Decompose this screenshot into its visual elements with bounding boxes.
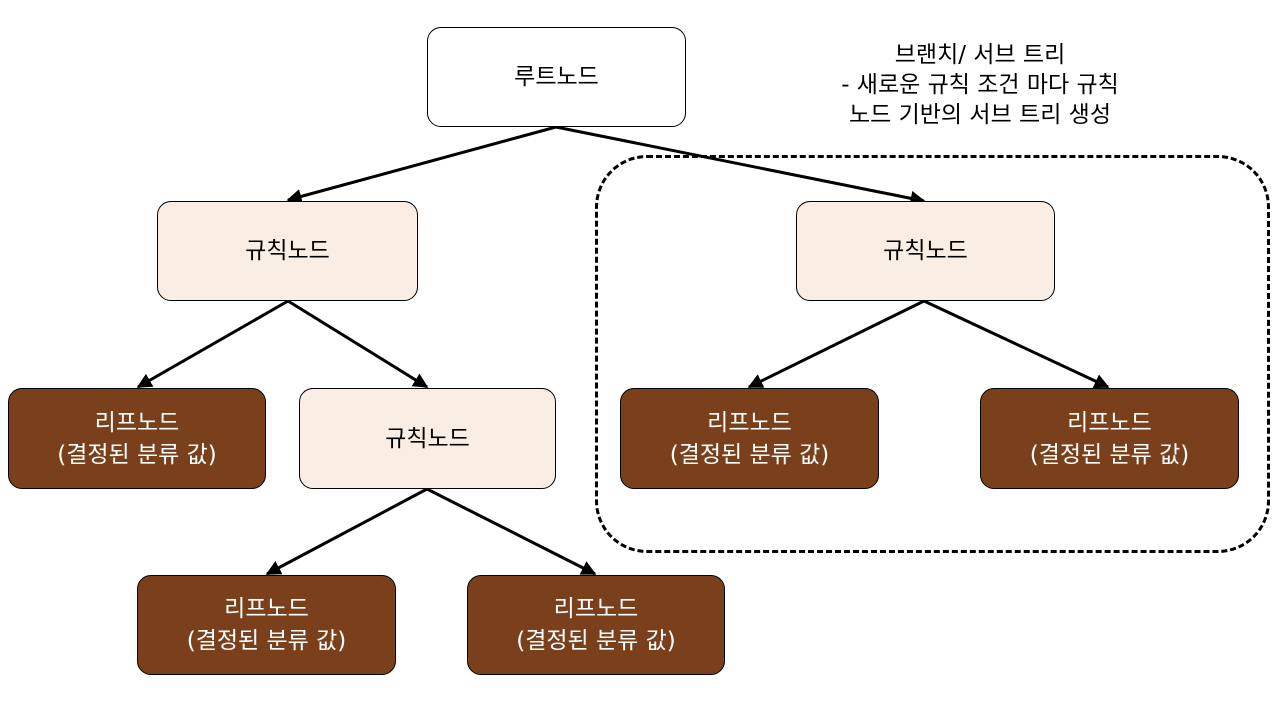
rule-node-middle: 규칙노드 bbox=[299, 388, 556, 489]
root-node-label: 루트노드 bbox=[514, 64, 599, 90]
annotation-line-3: 노드 기반의 서브 트리 생성 bbox=[848, 102, 1111, 128]
root-node: 루트노드 bbox=[427, 27, 686, 127]
leaf-node-2: 리프노드 (결정된 분류 값) bbox=[137, 575, 396, 675]
leaf-node-5: 리프노드 (결정된 분류 값) bbox=[980, 388, 1239, 489]
leaf-node-value: (결정된 분류 값) bbox=[516, 628, 676, 654]
annotation-line-1: 브랜치/ 서브 트리 bbox=[894, 42, 1066, 68]
leaf-node-4: 리프노드 (결정된 분류 값) bbox=[620, 388, 879, 489]
leaf-node-3: 리프노드 (결정된 분류 값) bbox=[467, 575, 725, 675]
leaf-node-title: 리프노드 bbox=[94, 409, 180, 436]
leaf-node-1: 리프노드 (결정된 분류 값) bbox=[8, 388, 266, 489]
rule-node-label: 규칙노드 bbox=[883, 238, 968, 264]
rule-node-label: 규칙노드 bbox=[385, 425, 470, 452]
edge-rule-mid-to-leaf-2 bbox=[265, 487, 428, 576]
edge-rule-left-to-rule-mid bbox=[287, 299, 429, 389]
rule-node-left: 규칙노드 bbox=[157, 201, 418, 301]
leaf-node-title: 리프노드 bbox=[224, 596, 309, 622]
subtree-dashed-boundary bbox=[595, 155, 1270, 553]
leaf-node-value: (결정된 분류 값) bbox=[669, 441, 830, 468]
edge-rule-mid-to-leaf-3 bbox=[426, 487, 597, 576]
leaf-node-value: (결정된 분류 값) bbox=[1029, 441, 1190, 468]
leaf-node-value: (결정된 분류 값) bbox=[57, 441, 217, 468]
edge-rule-right-to-leaf-4 bbox=[747, 299, 925, 389]
edge-root-to-rule-left bbox=[286, 125, 557, 204]
rule-node-label: 규칙노드 bbox=[245, 238, 330, 264]
leaf-node-title: 리프노드 bbox=[707, 409, 792, 436]
edge-root-to-rule-right bbox=[555, 125, 926, 206]
leaf-node-value: (결정된 분류 값) bbox=[186, 628, 347, 654]
rule-node-right: 규칙노드 bbox=[796, 201, 1055, 301]
subtree-annotation: 브랜치/ 서브 트리 - 새로운 규칙 조건 마다 규칙 노드 기반의 서브 트… bbox=[780, 40, 1180, 130]
edge-rule-left-to-leaf-1 bbox=[136, 299, 289, 389]
annotation-line-2: - 새로운 규칙 조건 마다 규칙 bbox=[841, 72, 1119, 98]
leaf-node-title: 리프노드 bbox=[553, 596, 639, 622]
leaf-node-title: 리프노드 bbox=[1067, 409, 1152, 436]
edge-rule-right-to-leaf-5 bbox=[923, 299, 1110, 389]
